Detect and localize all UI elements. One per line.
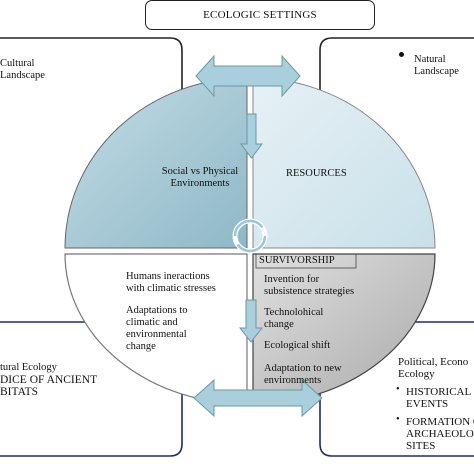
survivorship-heading: SURVIVORSHIP [259,255,335,266]
bullet-icon [399,52,404,57]
diagram-title: ECOLOGIC SETTINGS [203,9,317,21]
invention-label: Invention for subsistence strategies [264,274,355,297]
historical-events-label: HISTORICAL EVENTS [406,386,472,410]
political-ecology-label: Political, Econo Ecology [398,356,469,380]
survivorship-header-box [255,253,357,269]
down-arrow-upper [240,113,263,159]
quadrant-top-left [64,77,248,249]
ecological-shift-label: Ecological shift [264,340,331,351]
double-arrow-bottom [193,378,323,418]
natural-landscape-label: Natural Landscape [414,54,459,77]
natural-ecology-label: tural Ecology [0,362,57,373]
corner-box-top-right [319,37,474,222]
double-arrow-top [195,54,301,98]
formation-sites-label: FORMATION O ARCHAEOLOG SITES [406,416,474,452]
adaptations-climatic-label: Adaptations to climatic and environmenta… [126,305,188,352]
bullet-marker: • [396,414,400,425]
quadrant-top-right [252,77,436,249]
bullet-marker: • [396,384,400,395]
cycle-arrows-icon [232,218,268,254]
corner-box-top-left [0,37,183,222]
cultural-landscape-label: Cultural Landscape [0,58,45,81]
down-arrow-lower [238,299,264,343]
adaptation-new-env-label: Adaptation to new environments [264,363,342,386]
human-interactions-label: Humans ineractions with climatic stresse… [126,271,216,294]
indice-ancient-habitats-label: DICE OF ANCIENT BITATS [0,374,98,398]
social-physical-label: Social vs Physical Environments [161,166,239,189]
resources-label: RESOURCES [286,168,347,179]
technological-change-label: Technolohical change [264,307,324,330]
title-box: ECOLOGIC SETTINGS [145,0,375,30]
